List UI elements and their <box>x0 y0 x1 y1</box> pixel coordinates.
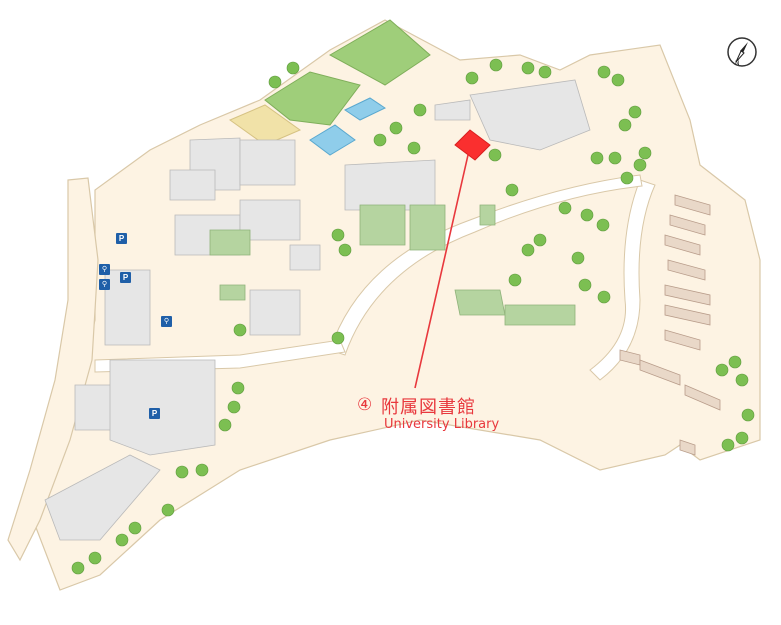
bicycle-parking-icon-2: ⚲ <box>99 279 110 290</box>
residences <box>619 194 721 456</box>
trees <box>71 58 755 575</box>
pool-2 <box>343 97 387 121</box>
parking-icon-3: P <box>149 408 160 419</box>
west-road <box>7 177 99 562</box>
central-buildings <box>44 79 591 541</box>
callout-number: ④ <box>357 395 373 415</box>
tennis-courts <box>228 104 302 146</box>
bicycle-parking-icon-1: ⚲ <box>99 264 110 275</box>
library-name-english: University Library <box>384 417 500 432</box>
baseball-field <box>328 19 431 86</box>
central-road <box>329 174 643 356</box>
compass-north-label: N <box>735 60 740 67</box>
library-name-japanese: 附属図書館 <box>381 397 476 418</box>
parking-icon-2: P <box>120 272 131 283</box>
parking-icon-1: P <box>116 233 127 244</box>
library-building-highlight[interactable] <box>454 129 491 161</box>
compass-icon: N <box>727 37 757 67</box>
green-buildings <box>209 204 576 326</box>
east-road <box>589 179 656 381</box>
athletic-field <box>264 71 361 126</box>
bicycle-parking-icon-3: ⚲ <box>161 316 172 327</box>
callout-leader-line <box>414 154 469 389</box>
pool <box>309 124 356 156</box>
